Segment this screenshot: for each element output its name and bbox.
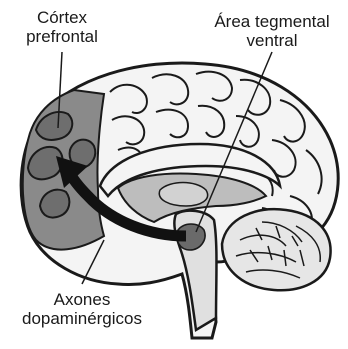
label-axons-line-2: dopaminérgicos [0, 309, 164, 328]
label-vta-line-1: Área tegmental [200, 12, 344, 31]
label-axons-line-1: Axones [0, 290, 164, 309]
label-vta-line-2: ventral [200, 31, 344, 50]
label-prefrontal-line-2: prefrontal [10, 27, 114, 46]
thalamus [159, 183, 207, 207]
label-prefrontal-line-1: Córtex [10, 8, 114, 27]
label-prefrontal-cortex: Córtex prefrontal [10, 8, 114, 46]
cerebellum [222, 209, 331, 290]
label-dopaminergic-axons: Axones dopaminérgicos [0, 290, 164, 328]
label-ventral-tegmental-area: Área tegmental ventral [200, 12, 344, 50]
